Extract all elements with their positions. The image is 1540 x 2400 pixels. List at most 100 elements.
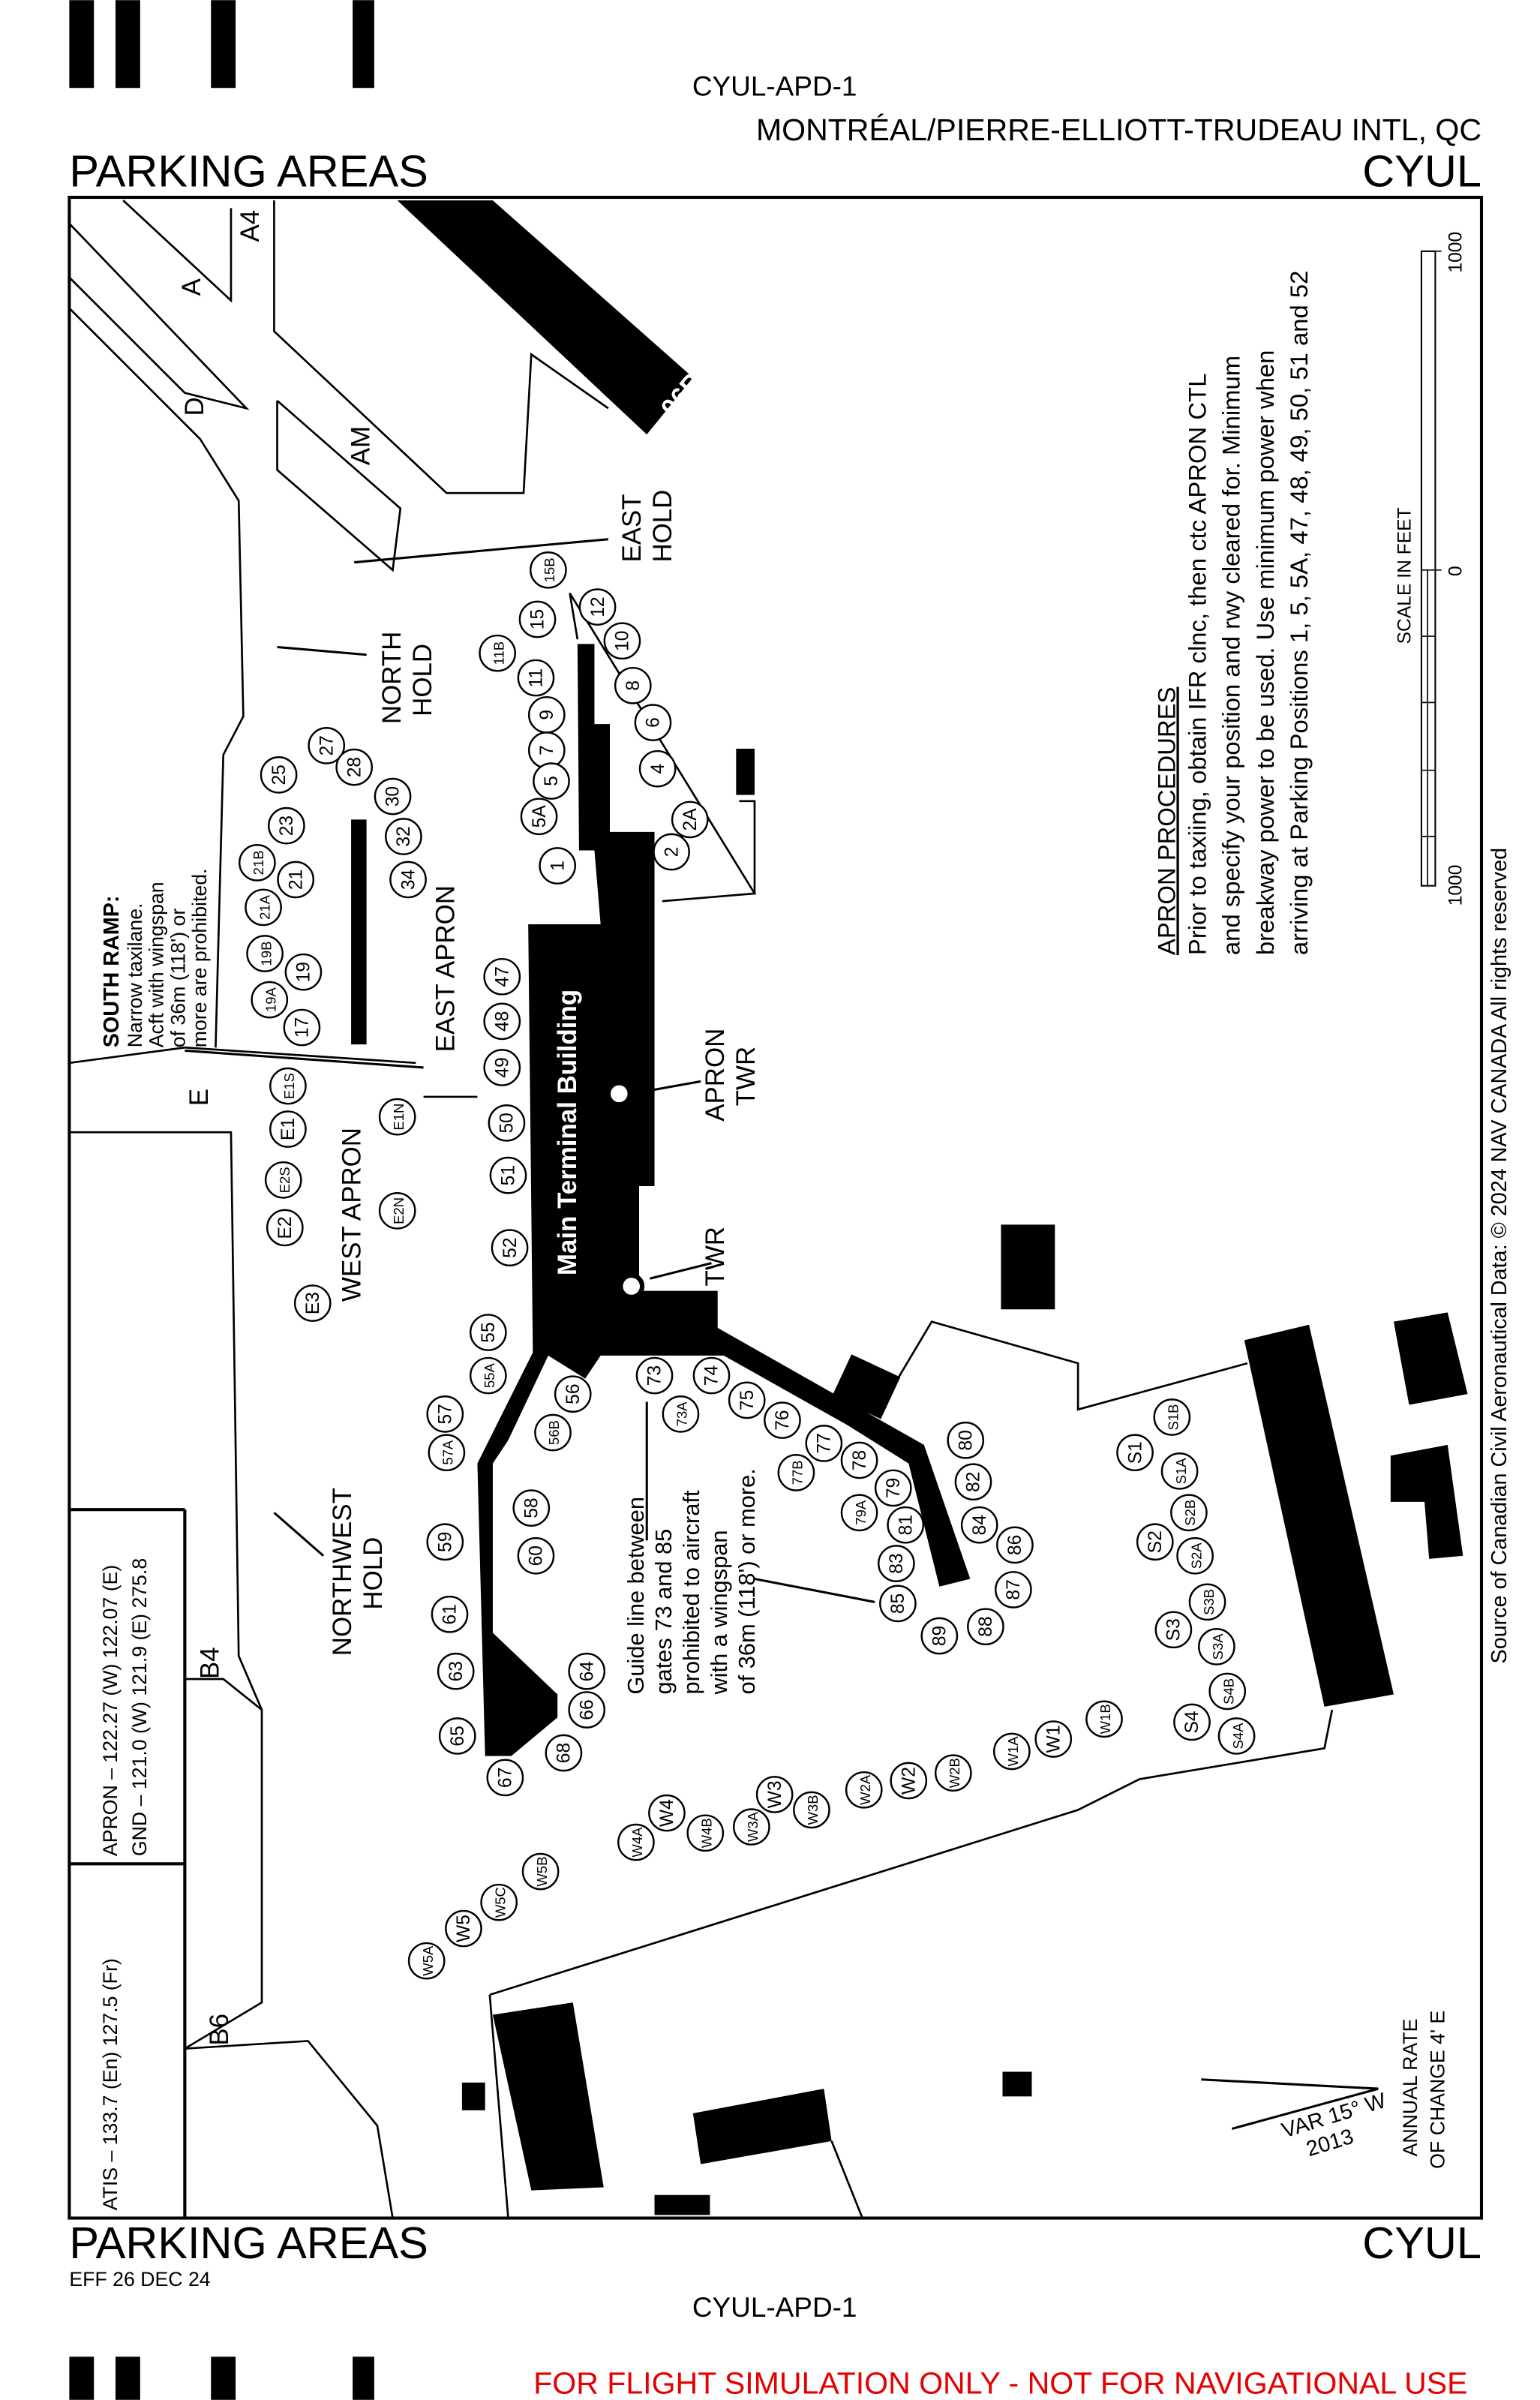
gate-circle	[874, 1469, 912, 1507]
parking-position-7: 7	[527, 731, 566, 769]
gate-label: 68	[554, 1743, 575, 1763]
gate-label: 79A	[853, 1500, 869, 1525]
gate-circle	[264, 1161, 302, 1199]
main-terminal-building	[477, 644, 971, 1756]
gate-label: 2	[662, 847, 682, 858]
gate-label: 5	[542, 776, 562, 786]
parking-position-w4a: W4A	[617, 1823, 655, 1861]
gate-circle	[469, 1314, 507, 1351]
gate-label: S1B	[1166, 1404, 1181, 1431]
gate-circle	[1170, 1494, 1208, 1532]
buildings	[461, 748, 1468, 2215]
parking-position-11b: 11B	[479, 634, 516, 672]
parking-position-21a: 21A	[245, 888, 282, 927]
gate-label: 73	[645, 1365, 665, 1386]
parking-position-23: 23	[268, 807, 305, 845]
gate-label: 65	[448, 1726, 468, 1746]
parking-position-83: 83	[878, 1545, 915, 1582]
gate-label: 32	[394, 826, 414, 846]
gate-circle	[489, 1156, 527, 1194]
gate-circle	[246, 935, 284, 972]
gate-label: 52	[500, 1237, 521, 1257]
guide-note-line: Guide line between	[623, 1497, 649, 1695]
gate-label: 61	[440, 1604, 461, 1624]
gate-label: W3A	[745, 1811, 761, 1842]
gate-label: 58	[521, 1497, 542, 1518]
gate-circle	[486, 1759, 524, 1797]
gate-label: 56B	[546, 1420, 562, 1445]
gate-label: S3B	[1201, 1589, 1217, 1615]
south-ramp-note: SOUTH RAMP: Narrow taxilane. Acft with w…	[100, 869, 211, 1048]
corner-marks-bottom	[69, 2356, 374, 2400]
page-title: PARKING AREAS	[69, 146, 428, 197]
gate-label: 80	[956, 1430, 976, 1450]
gate-label: W2A	[857, 1774, 873, 1805]
gate-label: 15B	[542, 557, 557, 582]
northwest-hold-label-2: HOLD	[359, 1537, 388, 1610]
gate-label: 83	[887, 1553, 907, 1573]
airport-name: MONTRÉAL/PIERRE-ELLIOTT-TRUDEAU INTL, QC	[756, 113, 1481, 147]
northwest-hold-label-1: NORTHWEST	[328, 1488, 357, 1656]
parking-position-s3: S3	[1154, 1611, 1193, 1649]
gate-circle	[378, 1098, 416, 1136]
gate-circle	[284, 953, 323, 991]
parking-position-2a: 2A	[671, 801, 709, 839]
gate-circle	[407, 1942, 446, 1980]
airport-ident: CYUL	[1362, 146, 1481, 197]
parking-position-27: 27	[308, 727, 346, 764]
simulation-disclaimer: FOR FLIGHT SIMULATION ONLY - NOT FOR NAV…	[533, 2366, 1467, 2400]
gate-circle	[648, 1794, 686, 1832]
parking-position-55a: 55A	[469, 1356, 507, 1395]
parking-position-63: 63	[437, 1652, 475, 1690]
gate-label: S4A	[1230, 1723, 1246, 1750]
parking-position-1: 1	[539, 847, 577, 885]
gate-label: 6	[644, 717, 664, 728]
annual-rate-1: ANNUAL RATE	[1399, 2019, 1421, 2157]
parking-position-56: 56	[554, 1375, 592, 1413]
parking-position-s2a: S2A	[1176, 1536, 1214, 1575]
parking-position-76: 76	[764, 1401, 801, 1439]
parking-position-w2: W2	[890, 1762, 928, 1800]
gate-label: W5C	[492, 1887, 508, 1918]
gate-circle	[483, 957, 521, 996]
parking-position-73a: 73A	[662, 1395, 700, 1433]
parking-position-84: 84	[960, 1506, 998, 1544]
gate-circle	[517, 659, 555, 697]
procedures-line: and specify your position and rwy cleare…	[1217, 356, 1245, 955]
parking-position-5a: 5A	[520, 797, 558, 836]
gate-circle	[1116, 1434, 1154, 1472]
gate-label: 19A	[263, 987, 278, 1013]
gate-circle	[239, 844, 276, 882]
parking-position-s4: S4	[1173, 1703, 1211, 1741]
parking-position-e1s: E1S	[269, 1067, 307, 1105]
gate-label: 77B	[790, 1460, 806, 1485]
parking-position-79: 79	[874, 1469, 912, 1507]
gate-circle	[488, 1104, 526, 1142]
gate-label: 63	[446, 1661, 467, 1681]
gate-label: W1	[1043, 1726, 1064, 1753]
parking-position-s4a: S4A	[1217, 1717, 1256, 1755]
gate-circle	[954, 1463, 992, 1501]
gate-circle	[534, 1413, 572, 1452]
gate-circle	[960, 1506, 998, 1544]
gate-circle	[1154, 1611, 1193, 1649]
gate-circle	[277, 861, 315, 899]
gate-circle	[603, 622, 641, 660]
gate-circle	[518, 600, 557, 638]
chart-id-top: CYUL-APD-1	[692, 71, 857, 101]
gate-circle	[840, 1494, 878, 1532]
parking-position-75: 75	[728, 1381, 766, 1419]
gate-circle	[578, 588, 617, 626]
gate-label: 19	[294, 962, 314, 982]
gate-circle	[635, 1356, 674, 1395]
parking-position-59: 59	[426, 1523, 464, 1561]
parking-position-77: 77	[805, 1425, 843, 1462]
gate-circle	[521, 1852, 560, 1891]
gate-circle	[374, 777, 412, 816]
parking-position-57: 57	[426, 1395, 464, 1433]
guide-note-line: with a wingspan	[706, 1530, 732, 1695]
gate-label: 15	[528, 609, 548, 629]
gate-circle	[805, 1425, 843, 1462]
gate-label: E1	[278, 1118, 299, 1140]
parking-position-32: 32	[385, 818, 422, 855]
